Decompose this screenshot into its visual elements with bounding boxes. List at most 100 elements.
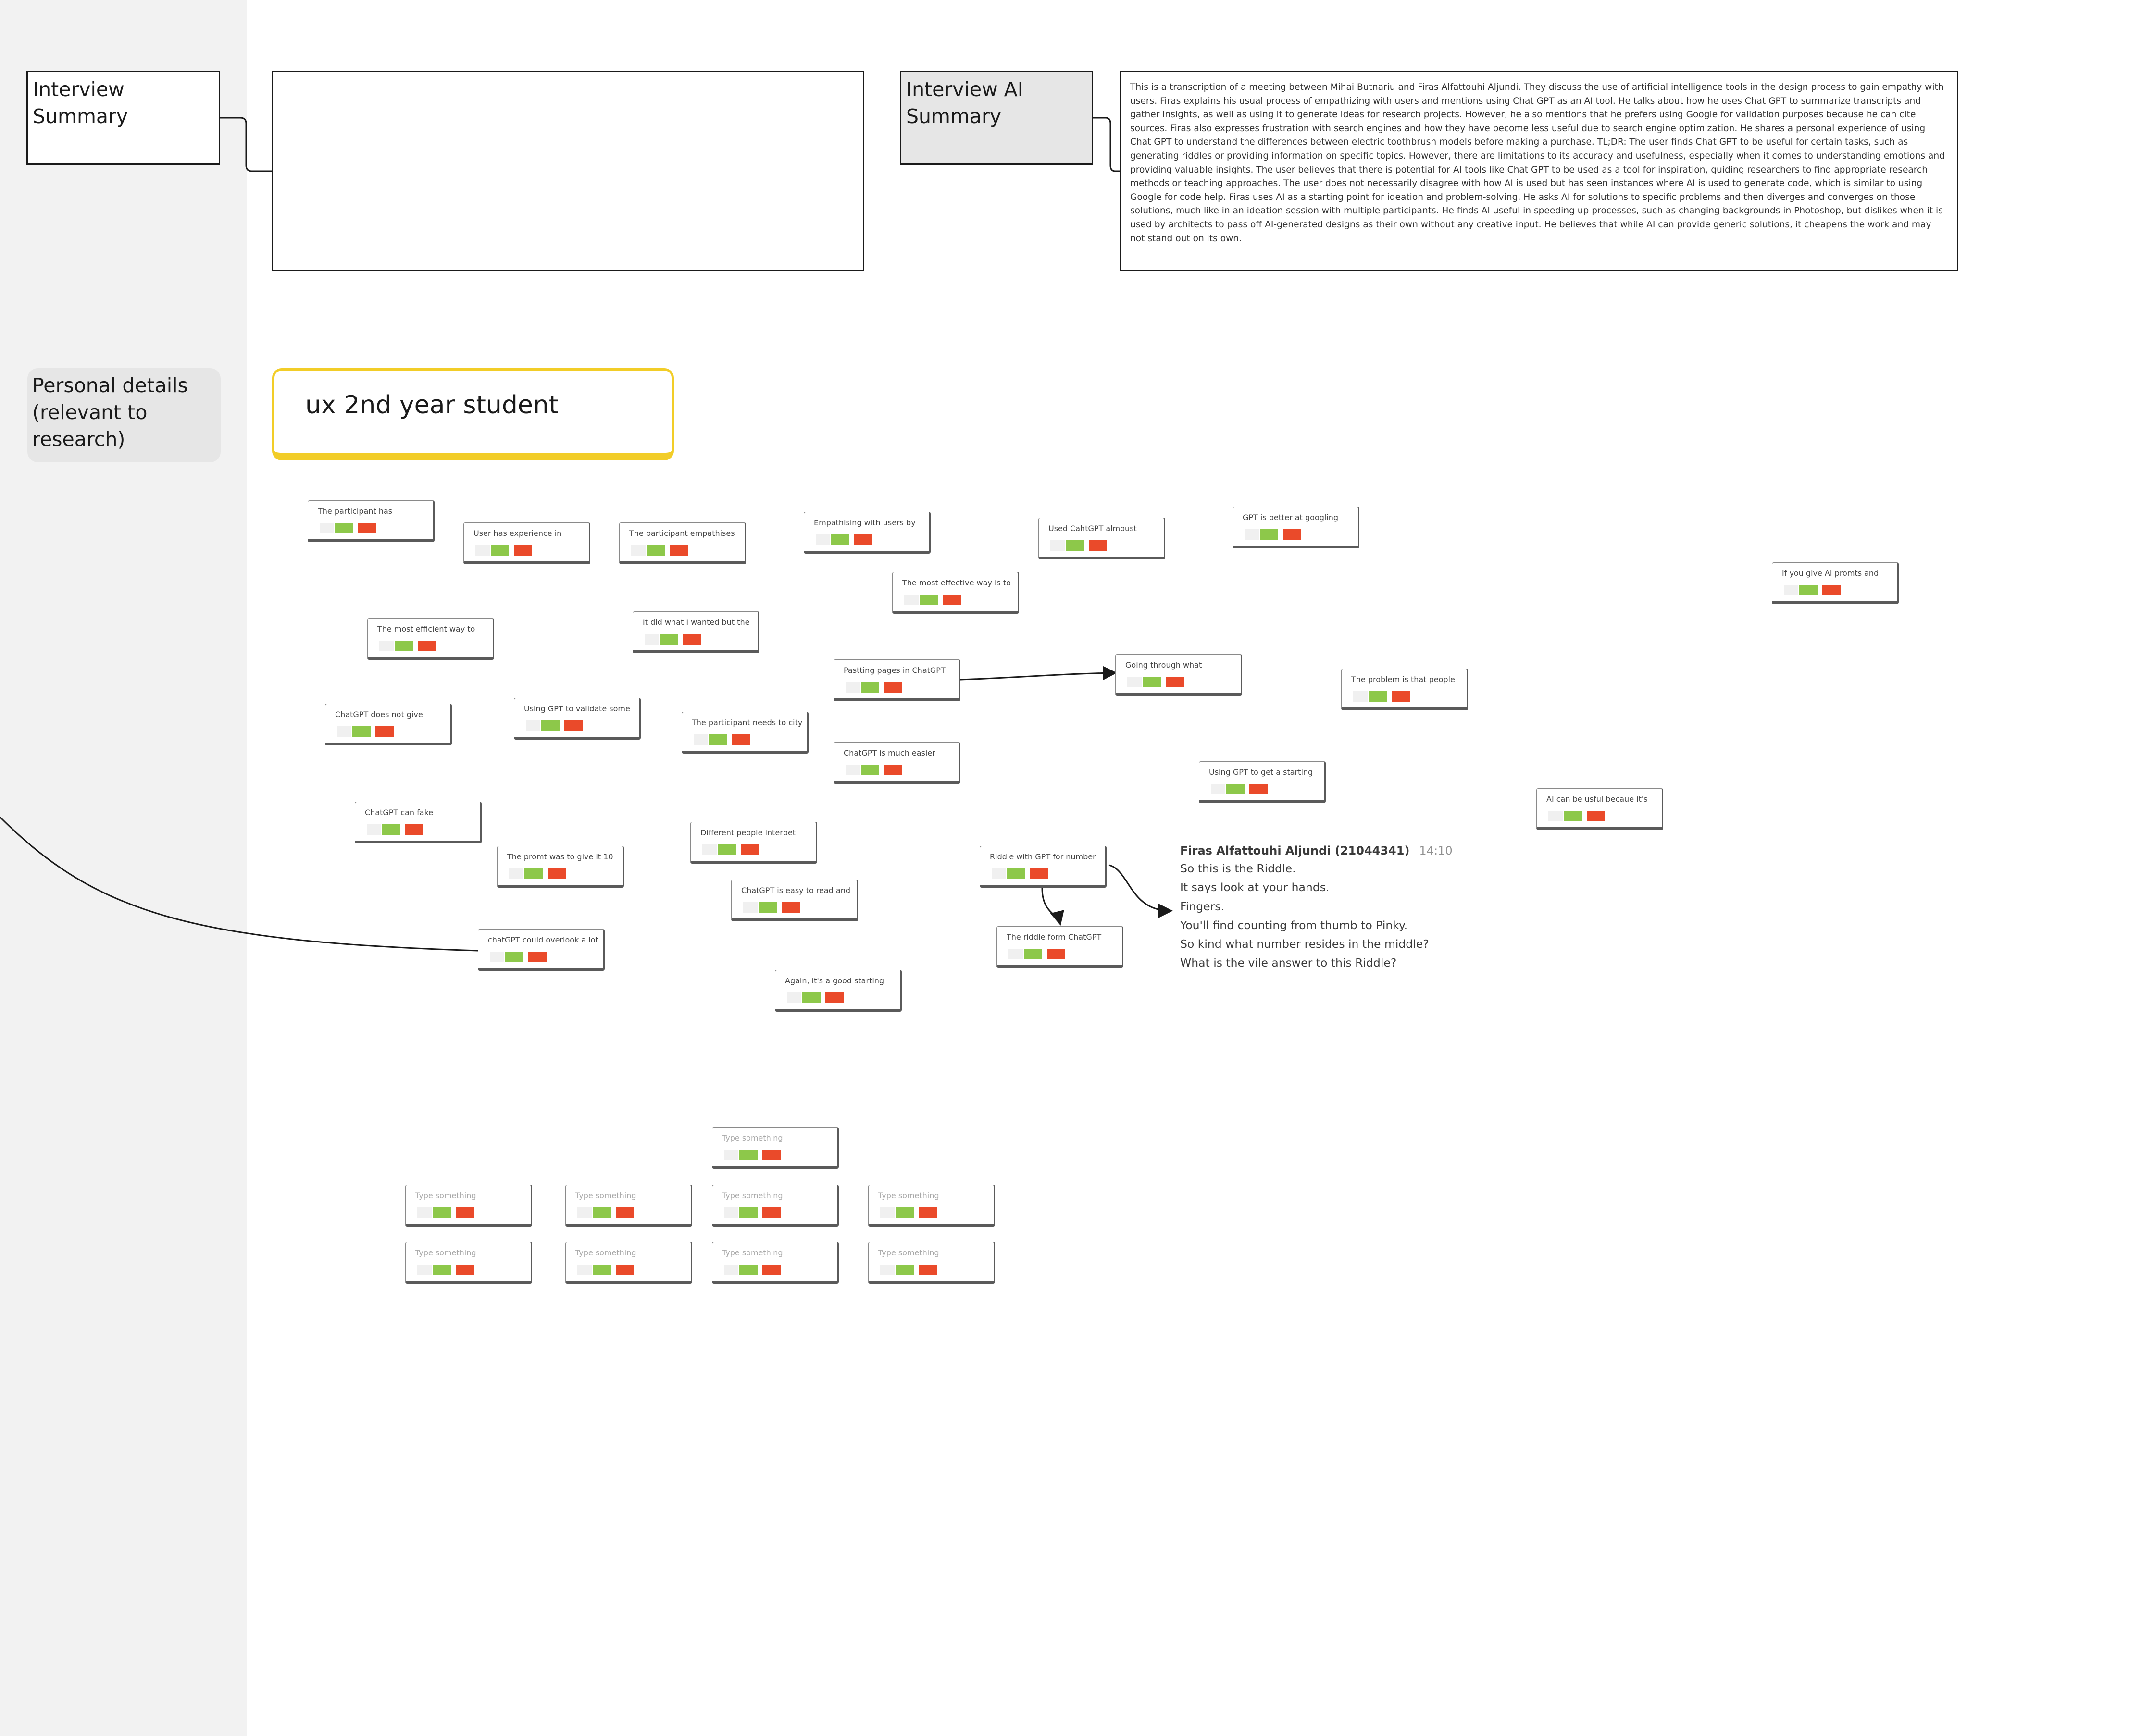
tag-neutral-swatch[interactable] (1245, 529, 1259, 540)
tag-agree-swatch[interactable] (505, 952, 523, 962)
tag-agree-swatch[interactable] (541, 720, 560, 731)
tag-agree-swatch[interactable] (524, 868, 543, 879)
tag-disagree-swatch[interactable] (683, 634, 701, 645)
card-text[interactable]: Type something (722, 1248, 783, 1257)
tag-neutral-swatch[interactable] (1050, 540, 1065, 551)
tag-neutral-swatch[interactable] (724, 1150, 738, 1160)
tag-agree-swatch[interactable] (831, 534, 849, 545)
tag-neutral-swatch[interactable] (577, 1265, 592, 1275)
tag-disagree-swatch[interactable] (919, 1207, 937, 1218)
ai-summary-textbox[interactable]: This is a transcription of a meeting bet… (1120, 71, 1958, 271)
tag-disagree-swatch[interactable] (762, 1207, 781, 1218)
tag-disagree-swatch[interactable] (825, 992, 844, 1003)
tag-agree-swatch[interactable] (718, 844, 736, 855)
tag-agree-swatch[interactable] (1143, 677, 1161, 687)
sticky-card[interactable]: Type something (868, 1242, 995, 1284)
sticky-card[interactable]: Riddle with GPT for number (980, 846, 1107, 888)
tag-neutral-swatch[interactable] (702, 844, 717, 855)
tag-disagree-swatch[interactable] (418, 641, 436, 651)
tag-disagree-swatch[interactable] (1047, 949, 1065, 959)
tag-agree-swatch[interactable] (491, 545, 509, 556)
tag-agree-swatch[interactable] (1564, 811, 1582, 821)
sticky-card[interactable]: The participant empathises (619, 522, 746, 564)
tag-neutral-swatch[interactable] (1127, 677, 1142, 687)
sticky-card[interactable]: Type something (868, 1185, 995, 1227)
tag-neutral-swatch[interactable] (417, 1207, 432, 1218)
card-text[interactable]: ChatGPT can fake (365, 808, 434, 817)
card-text[interactable]: The promt was to give it 10 (507, 852, 613, 861)
tag-neutral-swatch[interactable] (417, 1265, 432, 1275)
tag-agree-swatch[interactable] (709, 734, 727, 745)
lane-label-interview-ai-summary[interactable]: Interview AI Summary (900, 71, 1093, 165)
tag-neutral-swatch[interactable] (475, 545, 490, 556)
tag-disagree-swatch[interactable] (564, 720, 583, 731)
sticky-card[interactable]: Going through what (1115, 654, 1242, 696)
tag-neutral-swatch[interactable] (816, 534, 830, 545)
tag-neutral-swatch[interactable] (1548, 811, 1563, 821)
sticky-card[interactable]: ChatGPT is much easier (834, 742, 960, 784)
tag-disagree-swatch[interactable] (919, 1265, 937, 1275)
tag-agree-swatch[interactable] (802, 992, 821, 1003)
card-text[interactable]: GPT is better at googling (1243, 513, 1339, 522)
tag-agree-swatch[interactable] (647, 545, 665, 556)
card-text[interactable]: ChatGPT does not give (335, 710, 423, 719)
card-text[interactable]: Riddle with GPT for number (990, 852, 1096, 861)
tag-agree-swatch[interactable] (593, 1265, 611, 1275)
sticky-card[interactable]: It did what I wanted but the (633, 611, 759, 653)
tag-neutral-swatch[interactable] (379, 641, 394, 651)
sticky-card[interactable]: chatGPT could overlook a lot (478, 929, 605, 971)
tag-neutral-swatch[interactable] (526, 720, 540, 731)
tag-agree-swatch[interactable] (1799, 585, 1818, 595)
sticky-card[interactable]: Type something (712, 1242, 839, 1284)
tag-disagree-swatch[interactable] (405, 824, 423, 835)
tag-agree-swatch[interactable] (352, 726, 371, 737)
tag-neutral-swatch[interactable] (645, 634, 659, 645)
card-text[interactable]: Again, it's a good starting (785, 976, 884, 985)
tag-disagree-swatch[interactable] (670, 545, 688, 556)
card-text[interactable]: Going through what (1125, 660, 1202, 670)
tag-agree-swatch[interactable] (433, 1265, 451, 1275)
tag-agree-swatch[interactable] (1024, 949, 1042, 959)
tag-neutral-swatch[interactable] (724, 1207, 738, 1218)
tag-disagree-swatch[interactable] (884, 765, 902, 775)
card-text[interactable]: Type something (722, 1133, 783, 1142)
sticky-card[interactable]: Type something (565, 1185, 692, 1227)
card-text[interactable]: Pastting pages in ChatGPT (844, 666, 946, 675)
sticky-card[interactable]: Used CahtGPT almoust (1038, 518, 1165, 559)
tag-neutral-swatch[interactable] (577, 1207, 592, 1218)
tag-agree-swatch[interactable] (739, 1265, 758, 1275)
tag-neutral-swatch[interactable] (320, 523, 334, 533)
sticky-card[interactable]: Pastting pages in ChatGPT (834, 659, 960, 701)
sticky-card[interactable]: Type something (712, 1127, 839, 1169)
card-text[interactable]: Empathising with users by (814, 518, 916, 527)
sticky-card[interactable]: Type something (405, 1185, 532, 1227)
tag-agree-swatch[interactable] (896, 1207, 914, 1218)
card-text[interactable]: The most effective way is to (902, 578, 1011, 587)
tag-neutral-swatch[interactable] (1008, 949, 1023, 959)
tag-agree-swatch[interactable] (1226, 784, 1245, 794)
card-text[interactable]: Using GPT to validate some (524, 704, 630, 713)
card-text[interactable]: It did what I wanted but the (643, 618, 750, 627)
tag-agree-swatch[interactable] (861, 682, 879, 693)
tag-agree-swatch[interactable] (861, 765, 879, 775)
sticky-card[interactable]: If you give AI promts and (1772, 562, 1899, 604)
sticky-card[interactable]: Empathising with users by (804, 512, 931, 554)
tag-agree-swatch[interactable] (896, 1265, 914, 1275)
lane-label-interview-summary[interactable]: Interview Summary (26, 71, 220, 165)
sticky-card[interactable]: GPT is better at googling (1233, 507, 1359, 548)
tag-agree-swatch[interactable] (593, 1207, 611, 1218)
card-text[interactable]: User has experience in (473, 529, 562, 538)
sticky-card[interactable]: Different people interpet (690, 822, 817, 864)
sticky-card[interactable]: The most efficient way to (367, 618, 494, 660)
tag-agree-swatch[interactable] (739, 1150, 758, 1160)
sticky-card[interactable]: ChatGPT does not give (325, 704, 452, 745)
sticky-card[interactable]: ChatGPT can fake (355, 802, 482, 843)
tag-agree-swatch[interactable] (335, 523, 353, 533)
sticky-card[interactable]: User has experience in (463, 522, 590, 564)
tag-disagree-swatch[interactable] (762, 1265, 781, 1275)
card-text[interactable]: Type something (575, 1191, 636, 1200)
card-text[interactable]: The most efficient way to (377, 624, 475, 633)
card-text[interactable]: The participant empathises (629, 529, 735, 538)
tag-disagree-swatch[interactable] (1166, 677, 1184, 687)
